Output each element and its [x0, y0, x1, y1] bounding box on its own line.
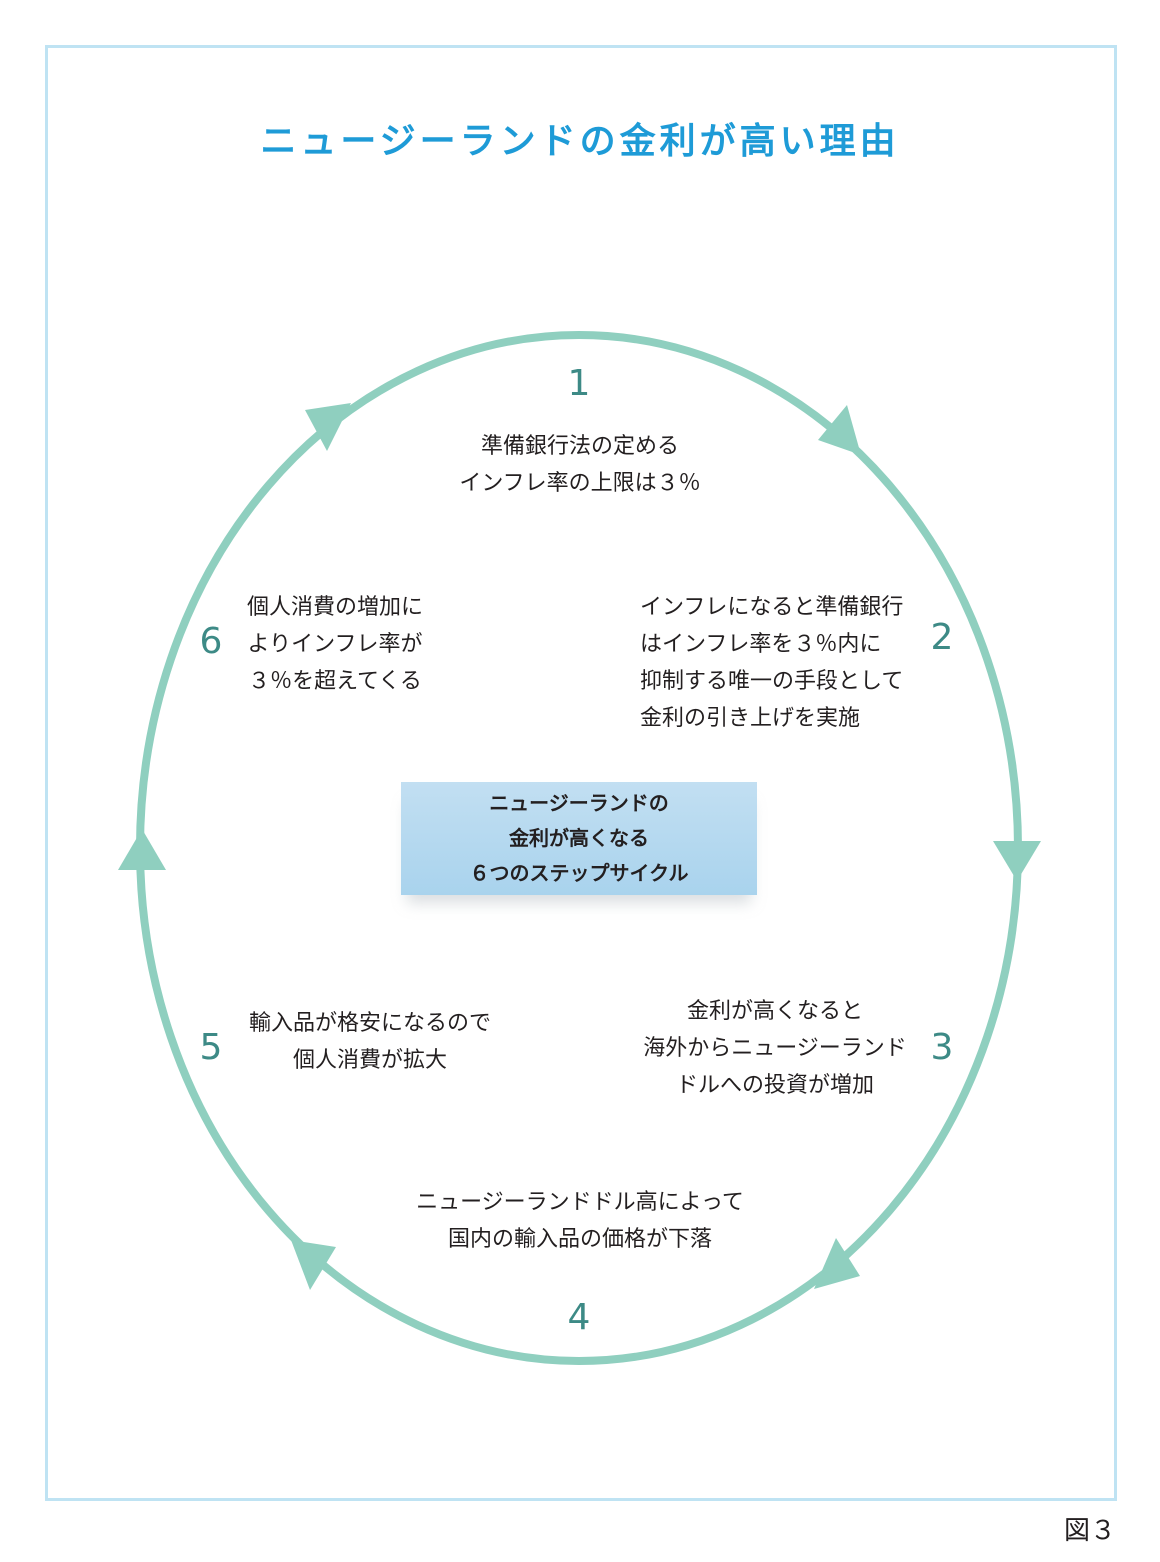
page-title: ニュージーランドの金利が高い理由 [260, 121, 900, 162]
center-label-box: ニュージーランドの 金利が高くなる ６つのステップサイクル [401, 782, 757, 895]
step-text-2: インフレになると準備銀行 はインフレ率を３％内に 抑制する唯一の手段として 金利… [640, 589, 903, 737]
center-line-2: 金利が高くなる [509, 826, 649, 850]
step-4-line-1: ニュージーランドドル高によって [416, 1190, 744, 1215]
step-number-4: 4 [567, 1297, 591, 1338]
step-text-6: 個人消費の増加に よりインフレ率が ３％を超えてくる [220, 589, 450, 700]
step-6-line-1: 個人消費の増加に [246, 595, 423, 620]
step-1-line-2: インフレ率の上限は３％ [459, 471, 701, 496]
step-3-line-1: 金利が高くなると [686, 999, 863, 1024]
arrow-5-to-6-icon [118, 829, 166, 870]
step-5-line-1: 輸入品が格安になるので [248, 1011, 491, 1036]
figure-label: 図３ [1063, 1516, 1116, 1546]
step-number-1: 1 [567, 363, 591, 404]
step-number-2: 2 [930, 617, 954, 658]
arrow-6-to-1-icon [305, 403, 351, 451]
center-line-1: ニュージーランドの [489, 791, 669, 815]
step-3-line-2: 海外からニュージーランド [643, 1036, 907, 1061]
step-number-3: 3 [930, 1027, 954, 1068]
step-text-5: 輸入品が格安になるので 個人消費が拡大 [220, 1005, 520, 1079]
figure-frame [45, 45, 1117, 1501]
step-text-4: ニュージーランドドル高によって 国内の輸入品の価格が下落 [330, 1184, 830, 1258]
step-text-1: 準備銀行法の定める インフレ率の上限は３％ [380, 428, 780, 502]
step-3-line-3: ドルへの投資が増加 [675, 1073, 874, 1098]
step-6-line-3: ３％を超えてくる [248, 669, 422, 694]
arrow-4-to-5-icon [291, 1240, 336, 1290]
step-2-line-3: 抑制する唯一の手段として [640, 669, 904, 694]
step-2-line-2: はインフレ率を３％内に [640, 632, 882, 657]
arrow-2-to-3-icon [993, 841, 1041, 881]
step-6-line-2: よりインフレ率が [247, 632, 423, 657]
step-2-line-4: 金利の引き上げを実施 [640, 706, 861, 731]
arrow-1-to-2-icon [818, 405, 861, 455]
step-number-5: 5 [199, 1027, 223, 1068]
step-2-line-1: インフレになると準備銀行 [640, 595, 904, 620]
step-text-3: 金利が高くなると 海外からニュージーランド ドルへの投資が増加 [610, 993, 940, 1104]
step-number-6: 6 [199, 621, 223, 662]
arrow-3-to-4-icon [814, 1238, 860, 1289]
step-5-line-2: 個人消費が拡大 [292, 1048, 447, 1073]
step-1-line-1: 準備銀行法の定める [480, 434, 679, 459]
center-line-3: ６つのステップサイクル [469, 861, 689, 885]
step-4-line-2: 国内の輸入品の価格が下落 [447, 1227, 712, 1252]
